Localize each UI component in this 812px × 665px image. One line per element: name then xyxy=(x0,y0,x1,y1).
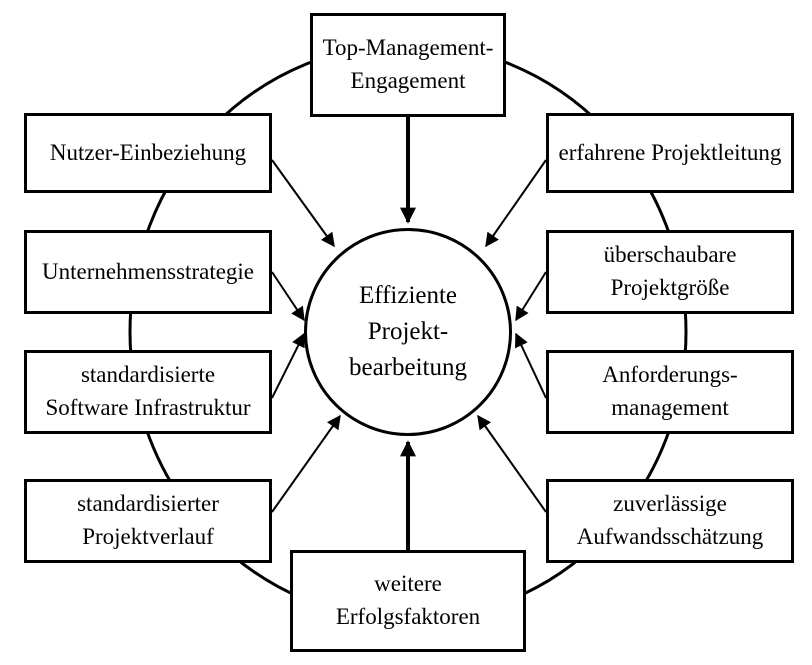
factor-top-management: Top-Management- Engagement xyxy=(310,13,506,117)
factor-label: Top-Management- xyxy=(322,35,494,61)
center-label-line-2: Projekt- xyxy=(367,317,449,345)
center-label-line-3: bearbeitung xyxy=(348,354,467,382)
factor-weitere-erfolgsfaktoren: weitere Erfolgsfaktoren xyxy=(290,550,526,652)
factor-label: Aufwandsschätzung xyxy=(576,524,764,549)
factor-label: Anforderungs- xyxy=(602,362,738,388)
arrow-nutzer xyxy=(271,159,335,248)
factor-aufwandsschaetzung: zuverlässige Aufwandsschätzung xyxy=(546,479,794,563)
arrow-projektleitung xyxy=(485,159,547,248)
center-node-effiziente-projektbearbeitung: Effiziente Projekt- bearbeitung xyxy=(304,228,512,436)
factor-label: weitere xyxy=(374,571,442,597)
factor-unternehmensstrategie: Unternehmensstrategie xyxy=(24,230,272,314)
arrow-software-infrastruktur xyxy=(271,332,305,399)
factor-label: standardisierte xyxy=(80,362,216,388)
factor-software-infrastruktur: standardisierte Software Infrastruktur xyxy=(24,350,272,434)
factor-label: Erfolgsfaktoren xyxy=(335,604,481,629)
factor-erfahrene-projektleitung: erfahrene Projektleitung xyxy=(546,113,794,193)
factor-nutzer-einbeziehung: Nutzer-Einbeziehung xyxy=(24,113,272,193)
factor-label: standardisierter xyxy=(77,491,219,517)
factor-label: management xyxy=(611,395,729,420)
factor-label: Projektgröße xyxy=(610,275,730,300)
factor-label: Projektverlauf xyxy=(82,524,214,549)
factor-projektverlauf: standardisierter Projektverlauf xyxy=(24,479,272,563)
arrow-anforderungsmanagement xyxy=(515,332,547,399)
arrow-aufwandsschaetzung xyxy=(477,414,547,513)
factor-label: überschaubare xyxy=(603,242,737,268)
factor-label: Software Infrastruktur xyxy=(45,395,251,420)
factor-label: zuverlässige xyxy=(613,491,727,517)
factor-label: Nutzer-Einbeziehung xyxy=(49,139,247,165)
factor-label: Engagement xyxy=(350,68,466,93)
arrow-projektgroesse xyxy=(515,271,547,322)
factor-projektgroesse: überschaubare Projektgröße xyxy=(546,230,794,314)
center-label-line-1: Effiziente xyxy=(358,281,458,309)
factor-anforderungsmanagement: Anforderungs- management xyxy=(546,350,794,434)
factor-label: Unternehmensstrategie xyxy=(41,258,255,284)
arrow-unternehmensstrategie xyxy=(271,271,305,322)
arrow-projektverlauf xyxy=(271,414,341,513)
factor-label: erfahrene Projektleitung xyxy=(558,139,782,165)
